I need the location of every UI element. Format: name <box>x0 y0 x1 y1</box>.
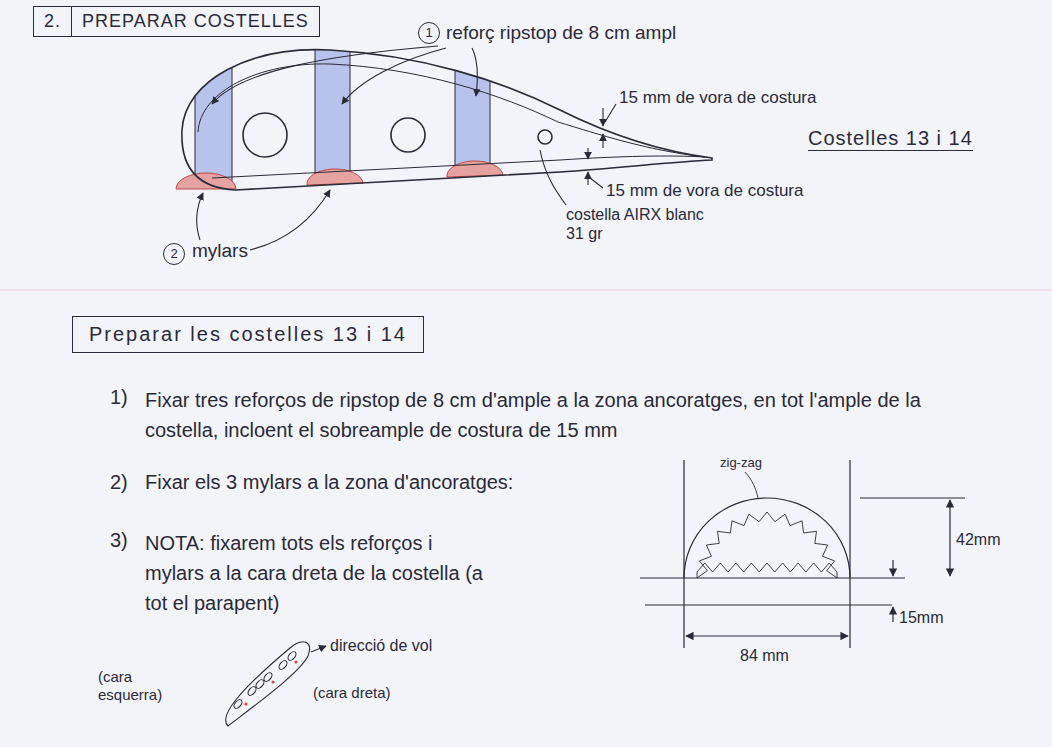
ruled-line <box>0 290 1052 291</box>
note-text: NOTA: fixarem tots els reforços i mylars… <box>145 528 490 618</box>
step-number: 2) <box>110 470 128 494</box>
material-label: costella AIRX blanc 31 gr <box>566 205 716 243</box>
part-label: mylars <box>192 240 248 263</box>
annotation: direcció de vol <box>330 636 432 655</box>
dimension-label: 84 mm <box>740 646 789 665</box>
callout-number: 2 <box>163 243 185 265</box>
box-text: PREPARAR COSTELLES <box>72 7 319 36</box>
part-label: reforç ripstop de 8 cm ampl <box>446 22 676 45</box>
box-text: Preparar les costelles 13 i 14 <box>73 317 423 352</box>
rib-outline <box>182 50 712 190</box>
annotation: zig-zag <box>720 455 762 471</box>
side-label: (cara esquerra) <box>98 668 198 704</box>
dimension-label: 15mm <box>899 608 943 627</box>
title-box: 2.PREPARAR COSTELLES <box>33 6 320 37</box>
wing-sketch <box>226 642 326 726</box>
box-text: 2. <box>34 7 72 36</box>
step-text: Fixar els 3 mylars a la zona d'ancoratge… <box>145 470 513 494</box>
section-box: Preparar les costelles 13 i 14 <box>72 316 424 353</box>
dimension-label: 15 mm de vora de costura <box>619 88 816 108</box>
dimension-label: 42mm <box>956 530 1000 549</box>
callout-number: 1 <box>418 22 440 44</box>
step-text: Fixar tres reforços de ripstop de 8 cm d… <box>145 385 985 445</box>
ripstop-bands <box>195 30 490 210</box>
dimension-label: 15 mm de vora de costura <box>606 181 803 201</box>
leader-lines <box>197 46 616 250</box>
step-number: 1) <box>110 385 128 409</box>
step-number: 3) <box>110 528 128 552</box>
rib-label: Costelles 13 i 14 <box>808 126 973 151</box>
side-label: (cara dreta) <box>313 684 391 702</box>
mylar-dimension-drawing <box>640 460 965 648</box>
